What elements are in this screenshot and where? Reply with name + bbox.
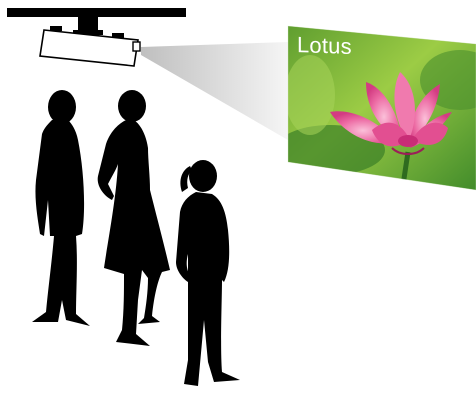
person-silhouette	[98, 90, 170, 346]
person-silhouette	[32, 90, 90, 326]
light-beam	[141, 42, 288, 140]
person-silhouette	[176, 160, 240, 386]
screen-label: Lotus	[297, 32, 352, 60]
